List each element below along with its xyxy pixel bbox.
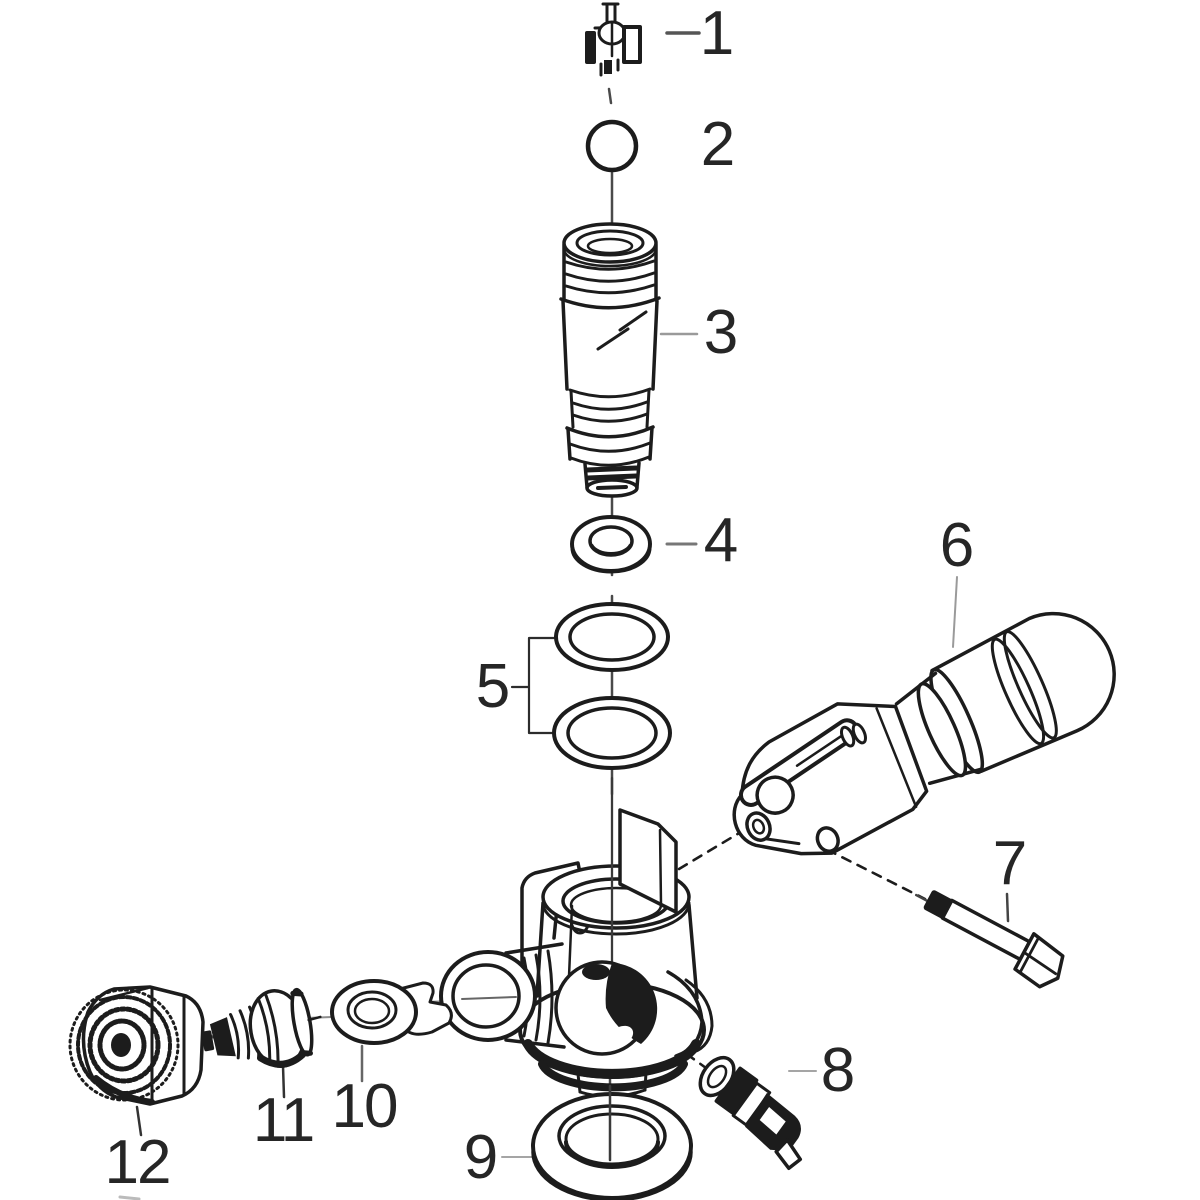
callout-9: 9: [463, 1123, 499, 1192]
callout-3: 3: [703, 298, 739, 367]
part-11-stem-drawing: [201, 987, 322, 1068]
part-10-washer-clip-drawing: [330, 979, 453, 1045]
part-6-handle-drawing: [732, 611, 1116, 856]
part-4-washer-drawing: [570, 515, 652, 574]
part-12-hex-nut-drawing: [68, 985, 205, 1106]
callout-10: 10: [331, 1072, 399, 1141]
callout-6: 6: [939, 511, 975, 580]
callout-7: 7: [992, 829, 1028, 898]
callout-2: 2: [700, 110, 736, 179]
part-5-oring-pair-drawing: [552, 602, 672, 770]
part-8-relief-valve-drawing: [698, 1055, 803, 1171]
leader-lines: [118, 31, 1010, 1200]
callout-11: 11: [252, 1086, 315, 1155]
part-3-tube-drawing: [559, 222, 661, 498]
part-1-probe-drawing: [585, 2, 642, 77]
callout-1: 1: [699, 0, 735, 68]
callout-8: 8: [820, 1036, 856, 1105]
callout-5: 5: [475, 652, 511, 721]
part-9-ring-drawing: [531, 1084, 693, 1200]
callout-4: 4: [703, 506, 739, 575]
callout-12: 12: [104, 1128, 172, 1197]
part-7-bolt-drawing: [914, 890, 1065, 989]
part-2-oring-drawing: [585, 119, 639, 173]
main-body-drawing: [439, 776, 714, 1099]
